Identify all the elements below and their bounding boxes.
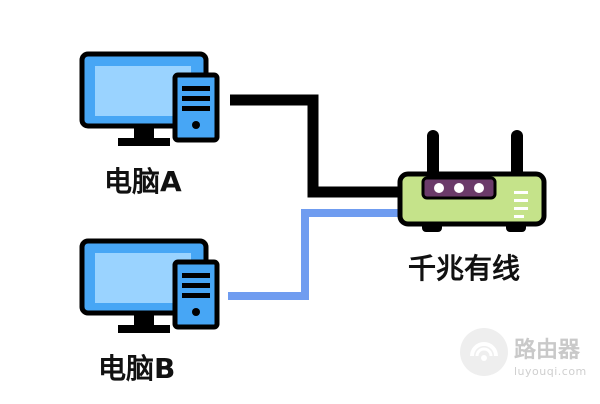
- computer-a-icon: [79, 51, 220, 146]
- watermark-subtext: luyouqi.com: [514, 365, 587, 378]
- tower-icon: [172, 72, 220, 143]
- router-icon: [397, 130, 547, 232]
- router-label: 千兆有线: [408, 252, 521, 285]
- link-computer-a: [230, 94, 405, 198]
- watermark-logo-icon: [460, 328, 508, 376]
- computer-b-label: 电脑B: [98, 352, 176, 385]
- computer-a-label: 电脑A: [104, 165, 182, 198]
- watermark-text: 路由器: [514, 338, 581, 363]
- tower-icon: [172, 259, 220, 330]
- link-computer-b: [228, 209, 405, 300]
- computer-b-icon: [79, 238, 220, 333]
